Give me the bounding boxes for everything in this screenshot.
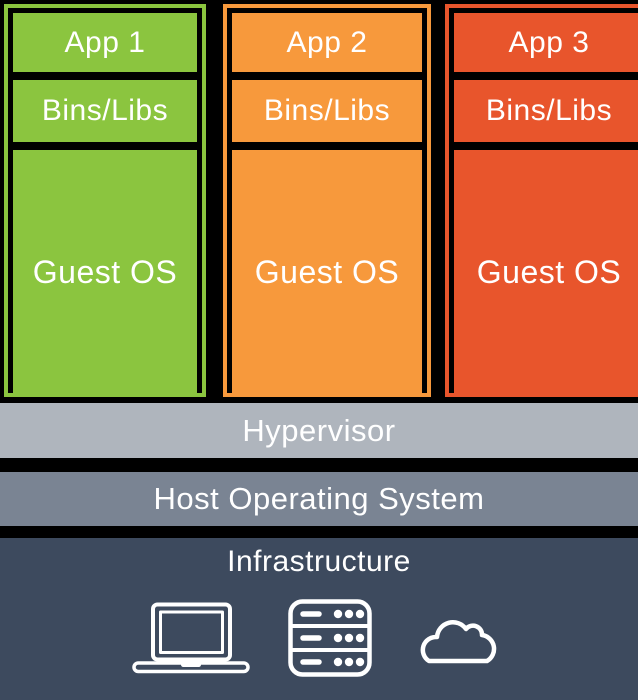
cloud-icon (420, 620, 497, 664)
vm2-guest-os-label: Guest OS (254, 253, 400, 290)
vm1-app-box: App 1 (13, 13, 197, 72)
laptop-icon (132, 602, 250, 674)
host-os-label: Host Operating System (153, 481, 485, 516)
infrastructure-icons (132, 599, 506, 677)
infrastructure-label: Infrastructure (227, 545, 411, 578)
infrastructure-layer: Infrastructure (0, 538, 638, 700)
vm2-bins-libs-box: Bins/Libs (232, 80, 422, 142)
vm2-guest-os-box: Guest OS (232, 150, 422, 393)
vm1-guest-os-box: Guest OS (13, 150, 197, 393)
hypervisor-label: Hypervisor (242, 412, 396, 448)
vm-column-2: App 2 Bins/Libs Guest OS (223, 4, 431, 397)
host-os-layer: Host Operating System (0, 472, 638, 526)
vm1-bins-libs-box: Bins/Libs (13, 80, 197, 142)
vm1-app-label: App 1 (64, 25, 146, 59)
vm-column-1: App 1 Bins/Libs Guest OS (4, 4, 206, 397)
hypervisor-layer: Hypervisor (0, 403, 638, 458)
vm1-bins-libs-label: Bins/Libs (41, 94, 169, 127)
vm3-app-label: App 3 (508, 25, 590, 59)
vm3-app-box: App 3 (454, 13, 638, 72)
vm3-guest-os-box: Guest OS (454, 150, 638, 393)
vm2-app-label: App 2 (286, 25, 368, 59)
vm3-bins-libs-label: Bins/Libs (485, 94, 613, 127)
vm3-bins-libs-box: Bins/Libs (454, 80, 638, 142)
vm-column-3: App 3 Bins/Libs Guest OS (445, 4, 638, 397)
vm3-guest-os-label: Guest OS (476, 253, 622, 290)
server-icon (288, 599, 372, 677)
vm1-guest-os-label: Guest OS (32, 253, 178, 290)
vm2-app-box: App 2 (232, 13, 422, 72)
vm2-bins-libs-label: Bins/Libs (263, 94, 391, 127)
